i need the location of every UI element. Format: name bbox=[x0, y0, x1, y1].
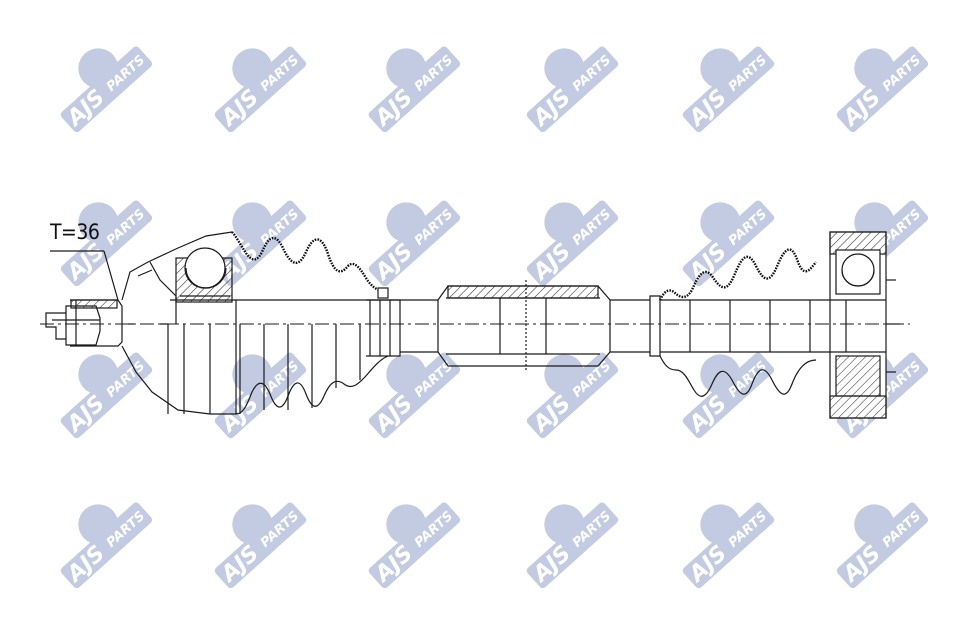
watermark-banner bbox=[60, 200, 153, 287]
watermark-banner bbox=[60, 46, 153, 133]
watermark-banner bbox=[526, 352, 619, 439]
watermark-banner bbox=[368, 200, 461, 287]
watermark-banner bbox=[682, 46, 775, 133]
watermark-banner bbox=[368, 502, 461, 589]
drive-shaft bbox=[40, 231, 910, 419]
watermark-banner bbox=[682, 200, 775, 287]
watermark-banner bbox=[214, 502, 307, 589]
left-spline-stub bbox=[45, 299, 123, 347]
watermark-banner bbox=[526, 46, 619, 133]
watermark-banner bbox=[368, 352, 461, 439]
tooth-count-label: T=36 bbox=[50, 220, 100, 244]
watermark-banner bbox=[682, 502, 775, 589]
watermark-banner bbox=[526, 200, 619, 287]
watermark-banner bbox=[682, 352, 775, 439]
right-boot bbox=[649, 248, 830, 397]
left-cv-joint bbox=[121, 231, 238, 415]
watermark-banner bbox=[214, 200, 307, 287]
watermark-banner bbox=[60, 352, 153, 439]
right-inner-joint bbox=[829, 231, 900, 419]
watermark-banner bbox=[368, 46, 461, 133]
watermark-banner bbox=[214, 46, 307, 133]
watermark-banner bbox=[526, 502, 619, 589]
watermark-banner bbox=[214, 352, 307, 439]
main-shaft bbox=[366, 280, 650, 372]
watermark-banner bbox=[60, 502, 153, 589]
watermark-banner bbox=[836, 46, 929, 133]
watermark-banner bbox=[836, 502, 929, 589]
tooth-count-leader bbox=[50, 250, 119, 301]
